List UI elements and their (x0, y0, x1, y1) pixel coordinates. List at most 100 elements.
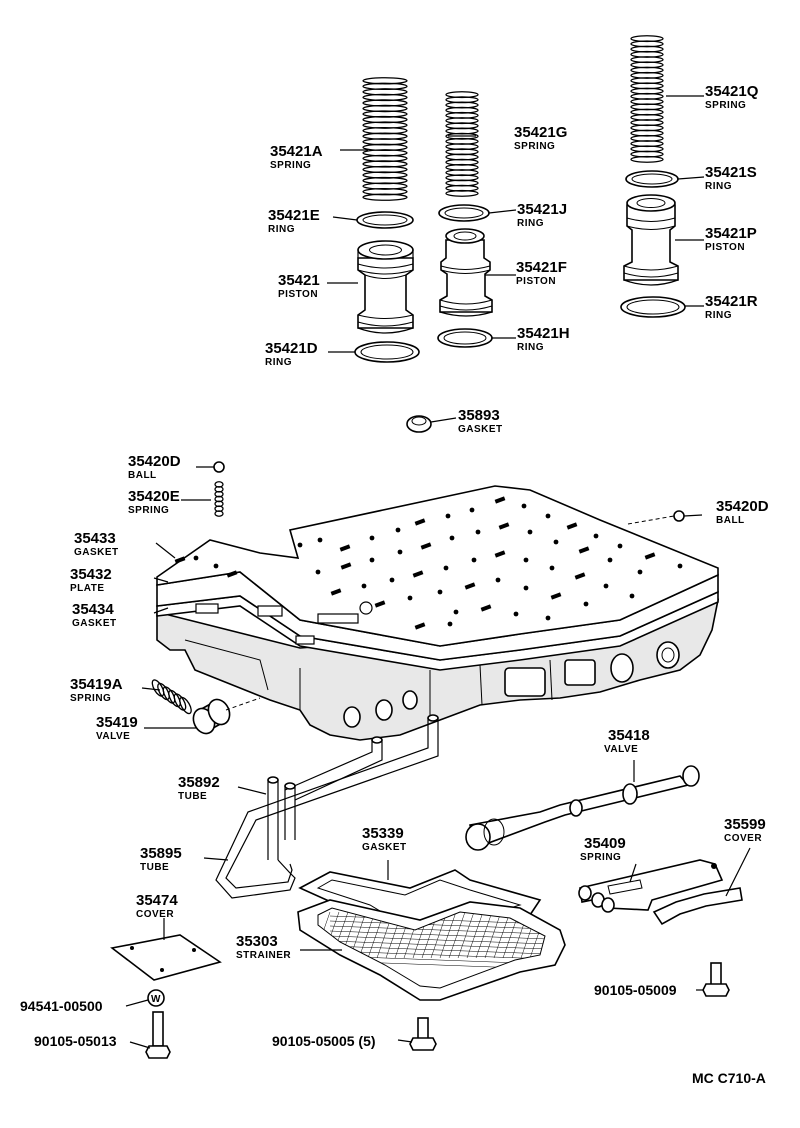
label-35418: 35418 VALVE (604, 727, 650, 755)
svg-text:GASKET: GASKET (458, 424, 503, 435)
label-35419: 35419 VALVE (96, 714, 138, 742)
ring-35421d[interactable] (354, 341, 420, 363)
label-35421j: 35421J RING (517, 201, 567, 229)
svg-text:35421D: 35421D (265, 340, 318, 357)
svg-text:BALL: BALL (128, 470, 157, 481)
label-90105-05013: 90105-05013 (34, 1033, 117, 1049)
ball-35420d-left[interactable] (213, 461, 225, 473)
label-35432: 35432 PLATE (70, 566, 112, 594)
ring-35421j[interactable] (438, 204, 490, 222)
svg-text:RING: RING (517, 218, 544, 229)
ring-35421e[interactable] (356, 211, 414, 229)
label-35421h: 35421H RING (517, 325, 570, 353)
leader-lines (141, 95, 705, 951)
tube-35892[interactable] (267, 736, 383, 860)
svg-text:PISTON: PISTON (705, 242, 745, 253)
label-35419a: 35419A SPRING (70, 676, 123, 704)
svg-text:35421: 35421 (278, 272, 320, 289)
tube-35895[interactable] (215, 714, 439, 899)
svg-text:COVER: COVER (724, 833, 762, 844)
label-35409: 35409 SPRING (580, 835, 626, 863)
label-35420d-left: 35420D BALL (128, 453, 181, 481)
spring-35420e[interactable] (214, 481, 224, 517)
label-35420d-right: 35420D BALL (716, 498, 769, 526)
svg-text:COVER: COVER (136, 909, 174, 920)
gasket-35433[interactable] (156, 485, 719, 647)
ring-35421s[interactable] (625, 170, 679, 188)
washer-94541-00500[interactable]: W (125, 989, 165, 1007)
spring-35421a[interactable] (362, 77, 408, 201)
strainer-35303[interactable] (297, 899, 566, 1001)
svg-text:35892: 35892 (178, 774, 220, 791)
svg-text:35409: 35409 (584, 835, 626, 852)
spring-35419a[interactable] (150, 678, 193, 715)
label-35474: 35474 COVER (136, 892, 178, 920)
svg-text:35421F: 35421F (516, 259, 567, 276)
bolt-90105-05005[interactable] (397, 1017, 437, 1051)
label-35434: 35434 GASKET (72, 601, 117, 629)
piston-35421f[interactable] (439, 228, 493, 317)
svg-text:TUBE: TUBE (178, 791, 207, 802)
label-90105-05005: 90105-05005 (5) (272, 1033, 376, 1049)
cover-35599[interactable] (652, 847, 751, 926)
svg-text:35599: 35599 (724, 816, 766, 833)
label-35421s: 35421S RING (705, 164, 757, 192)
piston-35421[interactable] (357, 240, 414, 334)
label-35420e: 35420E SPRING (128, 488, 180, 516)
svg-text:VALVE: VALVE (604, 744, 638, 755)
svg-text:35303: 35303 (236, 933, 278, 950)
svg-text:35433: 35433 (74, 530, 116, 547)
svg-text:SPRING: SPRING (705, 100, 746, 111)
svg-text:BALL: BALL (716, 515, 745, 526)
svg-text:35474: 35474 (136, 892, 178, 909)
label-35303: 35303 STRAINER (236, 933, 291, 961)
svg-text:35434: 35434 (72, 601, 114, 618)
label-35433: 35433 GASKET (74, 530, 119, 558)
label-35421a: 35421A SPRING (270, 143, 323, 171)
svg-text:35420D: 35420D (716, 498, 769, 515)
label-35893: 35893 GASKET (458, 407, 503, 435)
spring-35409[interactable] (578, 859, 724, 913)
figure-code: MC C710-A (692, 1070, 766, 1086)
valve-35418[interactable] (465, 760, 700, 851)
label-35421q: 35421Q SPRING (705, 83, 759, 111)
plate-holes (174, 496, 683, 645)
svg-text:35420E: 35420E (128, 488, 180, 505)
spring-35421g[interactable] (445, 91, 479, 197)
bolt-90105-05009[interactable] (696, 962, 730, 997)
svg-text:STRAINER: STRAINER (236, 950, 291, 961)
svg-text:35421S: 35421S (705, 164, 757, 181)
svg-text:GASKET: GASKET (362, 842, 407, 853)
label-90105-05009: 90105-05009 (594, 982, 677, 998)
label-35421f: 35421F PISTON (516, 259, 567, 287)
label-35421p: 35421P PISTON (705, 225, 757, 253)
svg-text:35421R: 35421R (705, 293, 758, 310)
svg-text:GASKET: GASKET (72, 618, 117, 629)
svg-text:SPRING: SPRING (70, 693, 111, 704)
label-35892: 35892 TUBE (178, 774, 220, 802)
svg-text:GASKET: GASKET (74, 547, 119, 558)
gasket-35893[interactable] (406, 415, 432, 433)
svg-text:RING: RING (268, 224, 295, 235)
ring-35421r[interactable] (620, 296, 686, 318)
svg-text:SPRING: SPRING (514, 141, 555, 152)
cover-35474[interactable] (110, 918, 222, 981)
svg-text:35432: 35432 (70, 566, 112, 583)
ball-35420d-right[interactable] (673, 510, 685, 522)
svg-text:35421G: 35421G (514, 124, 567, 141)
label-35421e: 35421E RING (268, 207, 320, 235)
svg-text:35893: 35893 (458, 407, 500, 424)
spring-35421q[interactable] (630, 35, 664, 163)
svg-text:PISTON: PISTON (278, 289, 318, 300)
piston-35421p[interactable] (623, 194, 679, 286)
svg-text:RING: RING (705, 181, 732, 192)
svg-text:35421Q: 35421Q (705, 83, 759, 100)
svg-text:PLATE: PLATE (70, 583, 105, 594)
ring-35421h[interactable] (437, 328, 493, 348)
svg-text:35421H: 35421H (517, 325, 570, 342)
ball-guide-line (627, 515, 675, 525)
svg-text:35339: 35339 (362, 825, 404, 842)
valve-35419[interactable] (189, 696, 233, 737)
bolt-90105-05013[interactable] (129, 1011, 171, 1059)
